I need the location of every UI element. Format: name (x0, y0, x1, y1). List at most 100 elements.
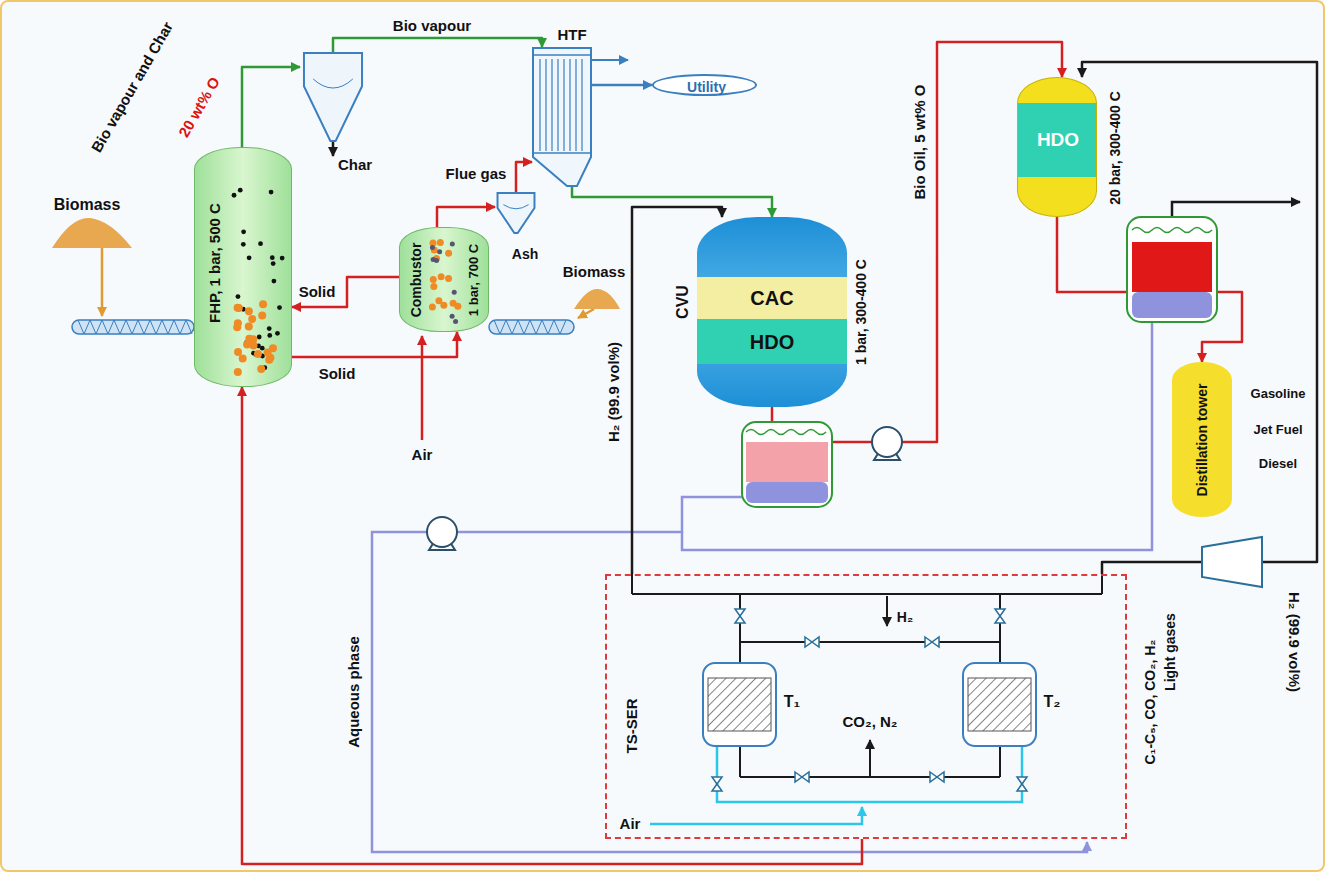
bed-particles (234, 368, 242, 376)
bed-particles (430, 283, 437, 290)
stream-label: H₂ (99.9 vol%) (605, 340, 622, 444)
bed-particles (247, 255, 252, 260)
biomass-feed-line (101, 248, 104, 316)
bed-particles (235, 304, 243, 312)
char-cyclone-outline (313, 79, 353, 88)
light-gas-line (1172, 202, 1300, 217)
bed-particles (452, 290, 457, 295)
flow-label: Gasoline (1249, 387, 1308, 402)
node-text: 20 bar, 300-400 C (1107, 91, 1123, 205)
flow-label: Biomass (561, 263, 628, 280)
node-text: Char (338, 156, 372, 173)
bed-particles (245, 335, 253, 343)
heat-exchanger-outline (563, 59, 564, 151)
air-purge-line (650, 747, 1022, 824)
heat-exchanger-outline (557, 59, 558, 151)
pipe-connector (572, 187, 772, 217)
char-outlet (332, 142, 335, 156)
valve-symbol (805, 637, 819, 647)
ash-cyclone-outline (498, 193, 535, 233)
bed-particles (249, 341, 257, 349)
bed-particles (277, 305, 282, 310)
flow-label: C₁-C₅, CO, CO₂, H₂ (1142, 638, 1158, 767)
stream-label: Bio Oil, 5 wt% O (911, 82, 928, 201)
sorbent-tank-outline (703, 663, 776, 746)
bed-particles (450, 314, 455, 319)
bed-particles (245, 323, 253, 331)
bed-particles (257, 365, 265, 373)
node-text: Distillation tower (1194, 383, 1210, 496)
sorption-piping (740, 641, 1000, 643)
node-text: Ash (512, 246, 538, 262)
sorbent-tank-outline (968, 678, 1031, 731)
valve-symbol (930, 772, 944, 782)
char-cyclone-outline (300, 52, 366, 142)
stream-label: Solid (317, 365, 358, 382)
flash-separator (746, 442, 828, 482)
heat-exchanger-outline (575, 59, 576, 151)
bed-particles (450, 242, 455, 247)
vapour-upgrader: CACHDOCVU1 bar, 300-400 C (697, 217, 847, 407)
pipe-connector (333, 38, 542, 52)
bed-particles (257, 335, 262, 340)
bed-particles (254, 350, 262, 358)
node-text: TS-SER (623, 698, 640, 753)
flash-separator (742, 422, 832, 507)
bed-particles (260, 346, 265, 351)
biomass-pile (574, 289, 620, 309)
node-text: T₂ (1044, 693, 1061, 711)
valve-symbol (925, 637, 939, 647)
heat-exchanger-outline (533, 152, 591, 154)
hdo-reactor: HDO20 bar, 300-400 C (1017, 77, 1097, 217)
flow-label: Biomass (52, 196, 123, 214)
node-text: 1 bar, 700 C (467, 244, 482, 316)
pipe-connector (516, 162, 532, 192)
node-text: T₁ (784, 693, 800, 711)
heat-exchanger-outline (539, 59, 540, 151)
combustor-vessel: Combustor 1 bar, 700 C (399, 227, 489, 332)
char-cyclone: Char (300, 52, 366, 142)
node-text: HDO (750, 330, 794, 353)
heat-exchanger-outline (551, 59, 552, 151)
pipe-connector (1082, 62, 1317, 574)
heat-exchanger-outline (533, 48, 591, 186)
screw-feeder (489, 320, 574, 334)
bed-particles (258, 312, 266, 320)
node-text: HDO (1037, 129, 1079, 151)
bed-particles (280, 256, 285, 261)
flash-separator (1127, 217, 1217, 322)
valve-symbol (712, 777, 722, 791)
ash-cyclone-outline (503, 205, 528, 209)
bed-particles (267, 333, 272, 338)
node-text: CAC (750, 287, 793, 310)
bed-particles (271, 279, 276, 284)
valve-symbol (1017, 777, 1027, 791)
flow-label: Aqueous phase (345, 634, 362, 750)
air-purge-line (650, 807, 862, 824)
bed-particles (445, 250, 452, 257)
sorbent-tank-outline (962, 662, 1037, 747)
sorption-piping (869, 740, 871, 777)
bed-particles (258, 241, 263, 246)
valve-symbol (795, 772, 809, 782)
bed-particles (453, 319, 458, 324)
utility-outlet (592, 59, 628, 61)
stream-label: Bio vapour (391, 17, 473, 34)
bed-particles (245, 307, 253, 315)
bed-particles (438, 273, 445, 280)
bed-particles (234, 319, 242, 327)
sorbent-tank: T₁ (702, 662, 777, 747)
heat-exchanger-outline (545, 59, 546, 151)
flow-label: Air (618, 815, 643, 832)
bed-particles (430, 245, 435, 250)
bed-particles (236, 294, 241, 299)
pipe-connector (242, 67, 300, 147)
air-line (421, 336, 424, 440)
heat-exchanger-outline (569, 59, 570, 151)
node-text: Combustor (408, 243, 424, 318)
pipe-connector (292, 277, 399, 307)
sorbent-tank: T₂ (962, 662, 1037, 747)
bed-particles (430, 276, 437, 283)
bed-particles (266, 354, 274, 362)
node-text: Utility (687, 79, 726, 95)
